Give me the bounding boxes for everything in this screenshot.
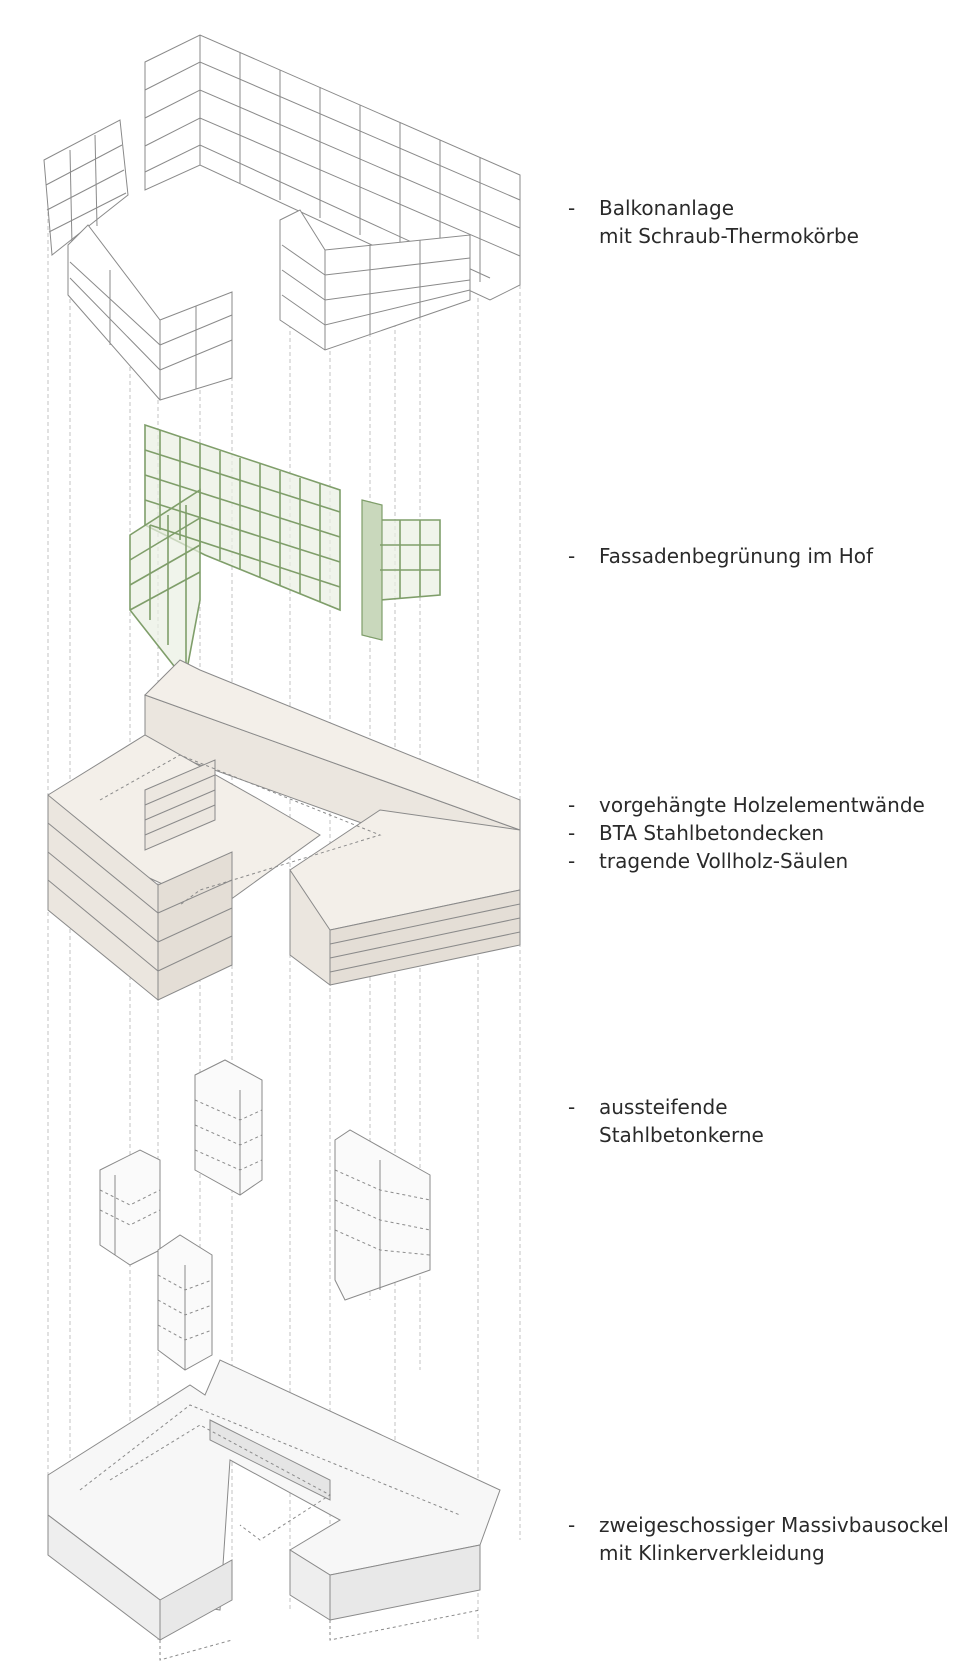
bullet-dash: - [568, 793, 576, 817]
base-layer [47, 1359, 501, 1661]
label-line: -tragende Vollholz-Säulen [568, 847, 925, 875]
label-line: mit Schraub-Thermokörbe [568, 222, 859, 250]
label-cores: -aussteifende Stahlbetonkerne [568, 1093, 764, 1149]
label-timber: -vorgehängte Holzelementwände -BTA Stahl… [568, 791, 925, 875]
label-text: zweigeschossiger Massivbausockel [599, 1513, 949, 1537]
label-line: -aussteifende [568, 1093, 764, 1121]
label-text: aussteifende [599, 1095, 728, 1119]
label-text: vorgehängte Holzelementwände [599, 793, 925, 817]
balcony-layer [43, 34, 521, 401]
label-line: -BTA Stahlbetondecken [568, 819, 925, 847]
bullet-dash: - [568, 196, 576, 220]
label-text: Balkonanlage [599, 196, 735, 220]
label-text: Fassadenbegrünung im Hof [599, 544, 874, 568]
label-text: mit Klinkerverkleidung [599, 1541, 825, 1565]
label-text: mit Schraub-Thermokörbe [599, 224, 859, 248]
timber-layer [47, 659, 521, 1002]
label-balconies: -Balkonanlage mit Schraub-Thermokörbe [568, 194, 859, 250]
label-line: -Fassadenbegrünung im Hof [568, 542, 873, 570]
label-line: -zweigeschossiger Massivbausockel [568, 1511, 949, 1539]
label-line: -vorgehängte Holzelementwände [568, 791, 925, 819]
greenery-layer [129, 423, 441, 682]
cores-layer [99, 1059, 431, 1371]
label-base: -zweigeschossiger Massivbausockel mit Kl… [568, 1511, 949, 1567]
bullet-dash: - [568, 1513, 576, 1537]
bullet-dash: - [568, 544, 576, 568]
label-text: tragende Vollholz-Säulen [599, 849, 849, 873]
bullet-dash: - [568, 1095, 576, 1119]
bullet-dash: - [568, 821, 576, 845]
label-text: BTA Stahlbetondecken [599, 821, 825, 845]
bullet-dash: - [568, 849, 576, 873]
label-greenery: -Fassadenbegrünung im Hof [568, 542, 873, 570]
label-text: Stahlbetonkerne [599, 1123, 764, 1147]
label-line: Stahlbetonkerne [568, 1121, 764, 1149]
label-line: -Balkonanlage [568, 194, 859, 222]
label-line: mit Klinkerverkleidung [568, 1539, 949, 1567]
